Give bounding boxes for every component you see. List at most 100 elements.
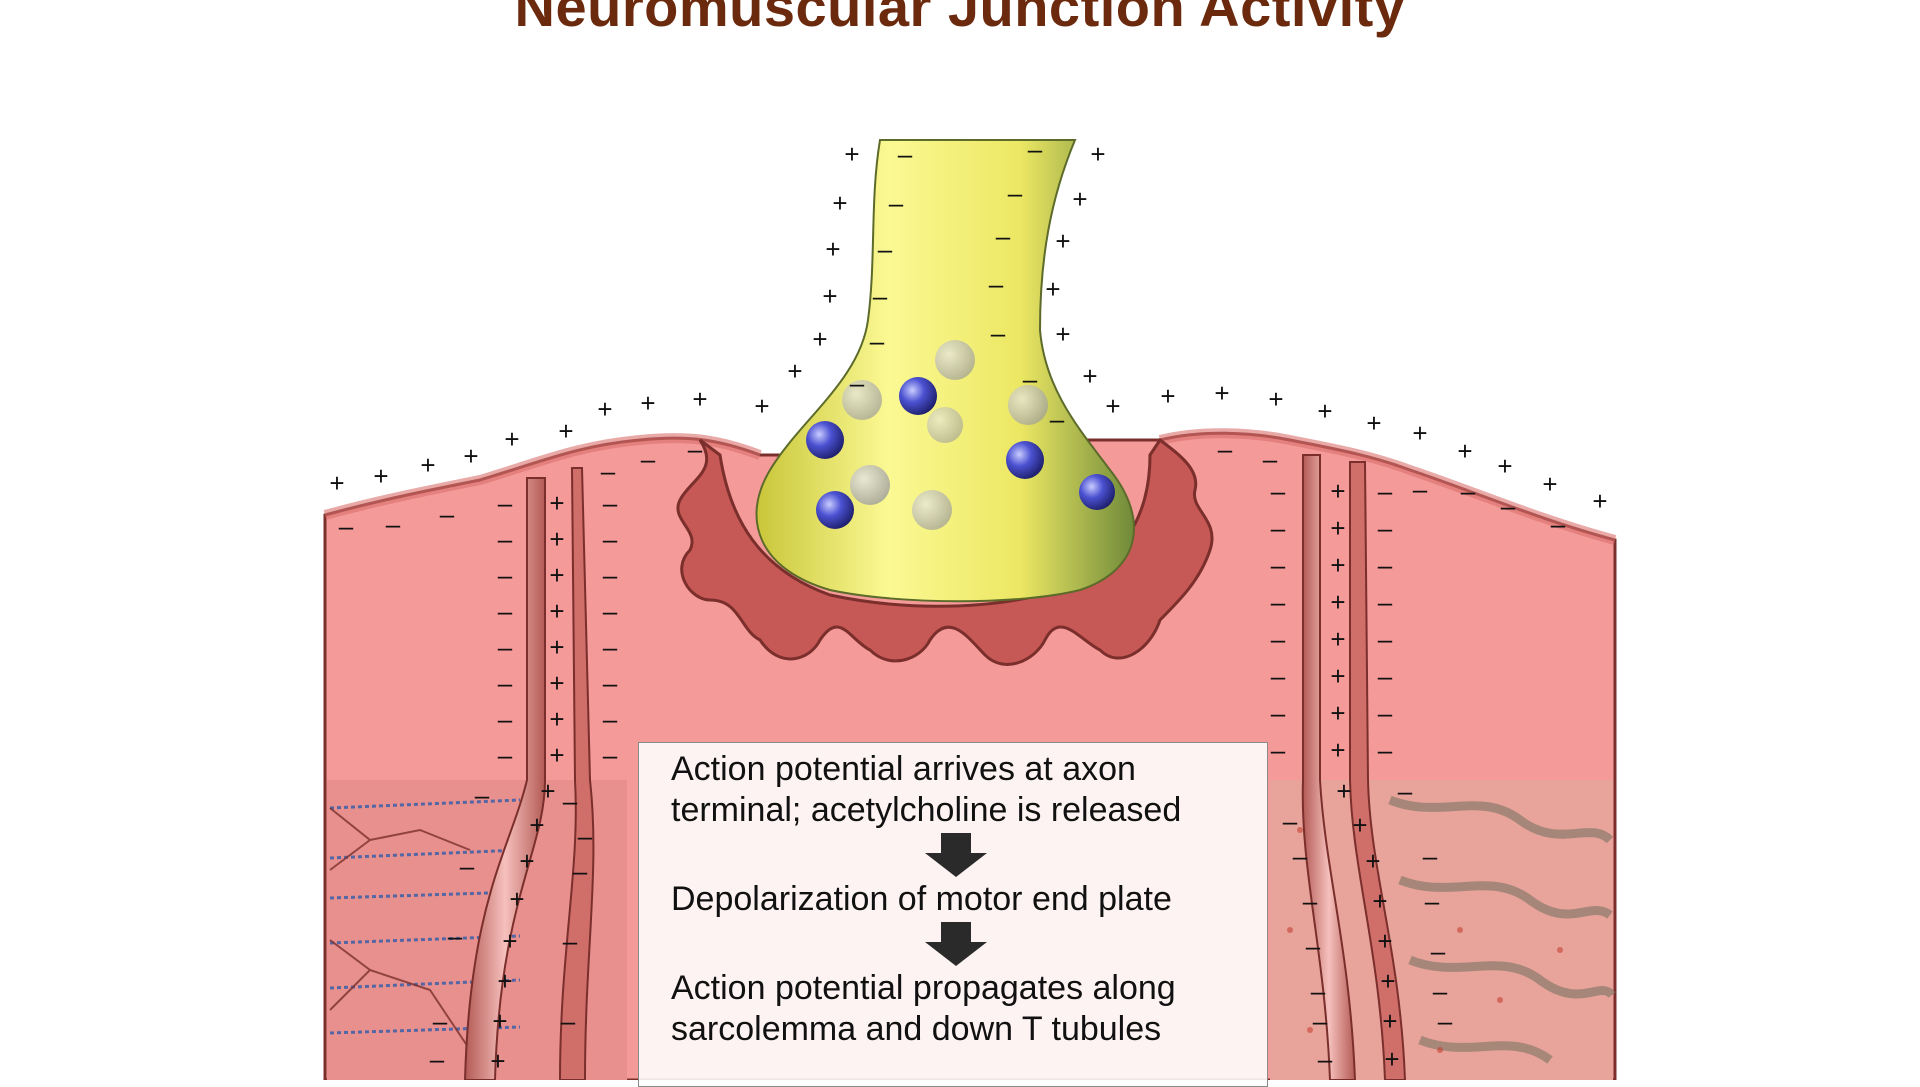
plus-sign: + [1214,378,1229,408]
minus-sign: – [433,1006,448,1036]
minus-sign: – [498,740,513,770]
plus-sign: + [1380,966,1395,996]
minus-sign: – [498,560,513,590]
plus-sign: + [597,394,612,424]
minus-sign: – [1271,550,1286,580]
minus-sign: – [1431,936,1446,966]
plus-sign: + [519,846,534,876]
plus-sign: + [504,424,519,454]
plus-sign: + [492,1006,507,1036]
plus-sign: + [502,926,517,956]
plus-sign: + [549,668,564,698]
minus-sign: – [601,456,616,486]
minus-sign: – [561,1006,576,1036]
plus-sign: + [1366,408,1381,438]
minus-sign: – [603,632,618,662]
plus-sign: + [640,388,655,418]
plus-sign: + [1497,451,1512,481]
minus-sign: – [878,234,893,264]
diagram-title: Neuromuscular Junction Activity [514,0,1406,38]
t-tubule-right [1301,454,1407,1080]
step-3-text: Action potential propagates along sarcol… [671,969,1176,1048]
plus-sign: + [549,704,564,734]
minus-sign: – [1378,698,1393,728]
step-1-text: Action potential arrives at axon termina… [671,750,1182,829]
plus-sign: + [822,281,837,311]
plus-sign: + [692,384,707,414]
minus-sign: – [1050,404,1065,434]
minus-sign: – [1378,476,1393,506]
minus-sign: – [440,499,455,529]
plus-sign: + [1412,418,1427,448]
minus-sign: – [603,596,618,626]
plus-sign: + [1330,550,1345,580]
minus-sign: – [1551,509,1566,539]
minus-sign: – [1378,661,1393,691]
plus-sign: + [1377,926,1392,956]
minus-sign: – [603,740,618,770]
minus-sign: – [1425,886,1440,916]
plus-sign: + [540,776,555,806]
plus-sign: + [1365,846,1380,876]
minus-sign: – [1271,661,1286,691]
plus-sign: + [549,596,564,626]
plus-sign: + [1330,661,1345,691]
minus-sign: – [498,488,513,518]
process-caption-box: Action potential arrives at axon termina… [638,742,1268,1087]
plus-sign: + [1336,776,1351,806]
step-2-text: Depolarization of motor end plate [671,880,1172,918]
plus-sign: + [1542,469,1557,499]
minus-sign: – [1318,1044,1333,1074]
minus-sign: – [573,856,588,886]
minus-sign: – [1271,476,1286,506]
minus-sign: – [1378,513,1393,543]
minus-sign: – [1313,1006,1328,1036]
plus-sign: + [1268,384,1283,414]
plus-sign: + [490,1046,505,1076]
minus-sign: – [688,434,703,464]
minus-sign: – [991,318,1006,348]
minus-sign: – [1311,976,1326,1006]
minus-sign: – [578,821,593,851]
minus-sign: – [1306,931,1321,961]
minus-sign: – [1263,444,1278,474]
plus-sign: + [1330,698,1345,728]
plus-sign: + [1330,735,1345,765]
minus-sign: – [498,524,513,554]
minus-sign: – [850,368,865,398]
minus-sign: – [1271,698,1286,728]
plus-sign: + [1382,1006,1397,1036]
plus-sign: + [1330,476,1345,506]
plus-sign: + [509,884,524,914]
minus-sign: – [498,704,513,734]
plus-sign: + [1072,184,1087,214]
plus-sign: + [549,740,564,770]
minus-sign: – [498,596,513,626]
plus-sign: + [373,461,388,491]
plus-sign: + [812,324,827,354]
plus-sign: + [825,234,840,264]
plus-sign: + [787,356,802,386]
minus-sign: – [1461,476,1476,506]
minus-sign: – [1023,364,1038,394]
plus-sign: + [1384,1044,1399,1074]
plus-sign: + [1090,139,1105,169]
minus-sign: – [1283,806,1298,836]
minus-sign: – [460,851,475,881]
plus-sign: + [549,632,564,662]
plus-sign: + [329,468,344,498]
minus-sign: – [1293,841,1308,871]
plus-sign: + [549,560,564,590]
plus-sign: + [558,416,573,446]
minus-sign: – [1398,776,1413,806]
plus-sign: + [1082,361,1097,391]
minus-sign: – [1271,624,1286,654]
minus-sign: – [1433,976,1448,1006]
plus-sign: + [420,450,435,480]
minus-sign: – [1378,624,1393,654]
plus-sign: + [1457,436,1472,466]
minus-sign: – [1008,178,1023,208]
minus-sign: – [603,524,618,554]
plus-sign: + [1330,513,1345,543]
plus-sign: + [1372,886,1387,916]
